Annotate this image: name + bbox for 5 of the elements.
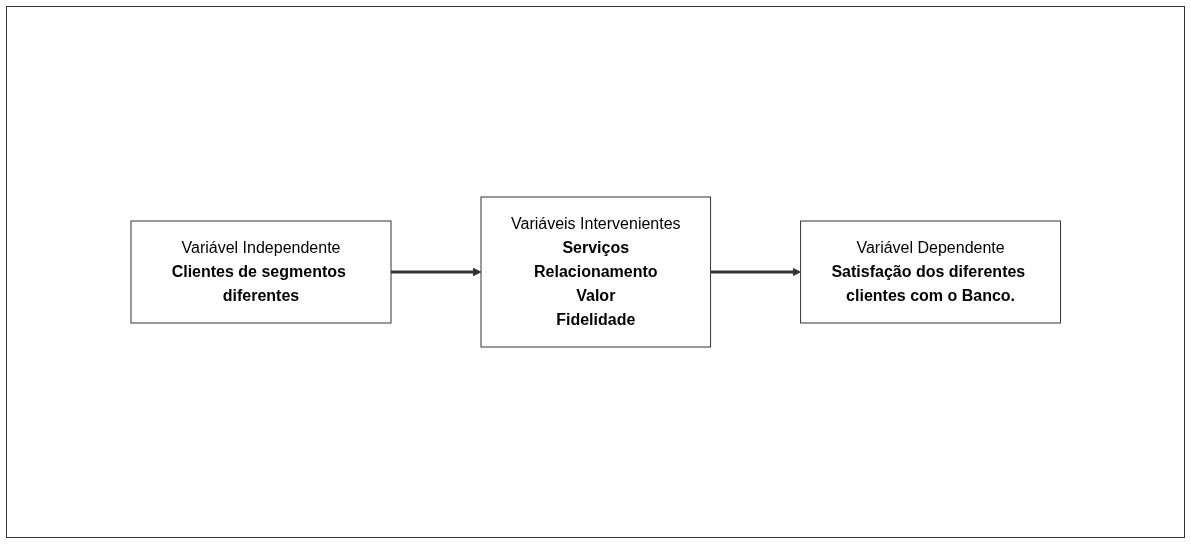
node-box: Variáveis Intervenientes Serviços Relacionamento Valor Fidelidade bbox=[480, 196, 711, 348]
node-box: Variável Dependente Satisfação dos diferentes clientes com o Banco. bbox=[799, 220, 1061, 324]
node-box: Variável Independente Clientes de segmentos diferentes bbox=[130, 220, 392, 324]
arrow bbox=[710, 267, 801, 277]
arrow bbox=[390, 267, 482, 277]
